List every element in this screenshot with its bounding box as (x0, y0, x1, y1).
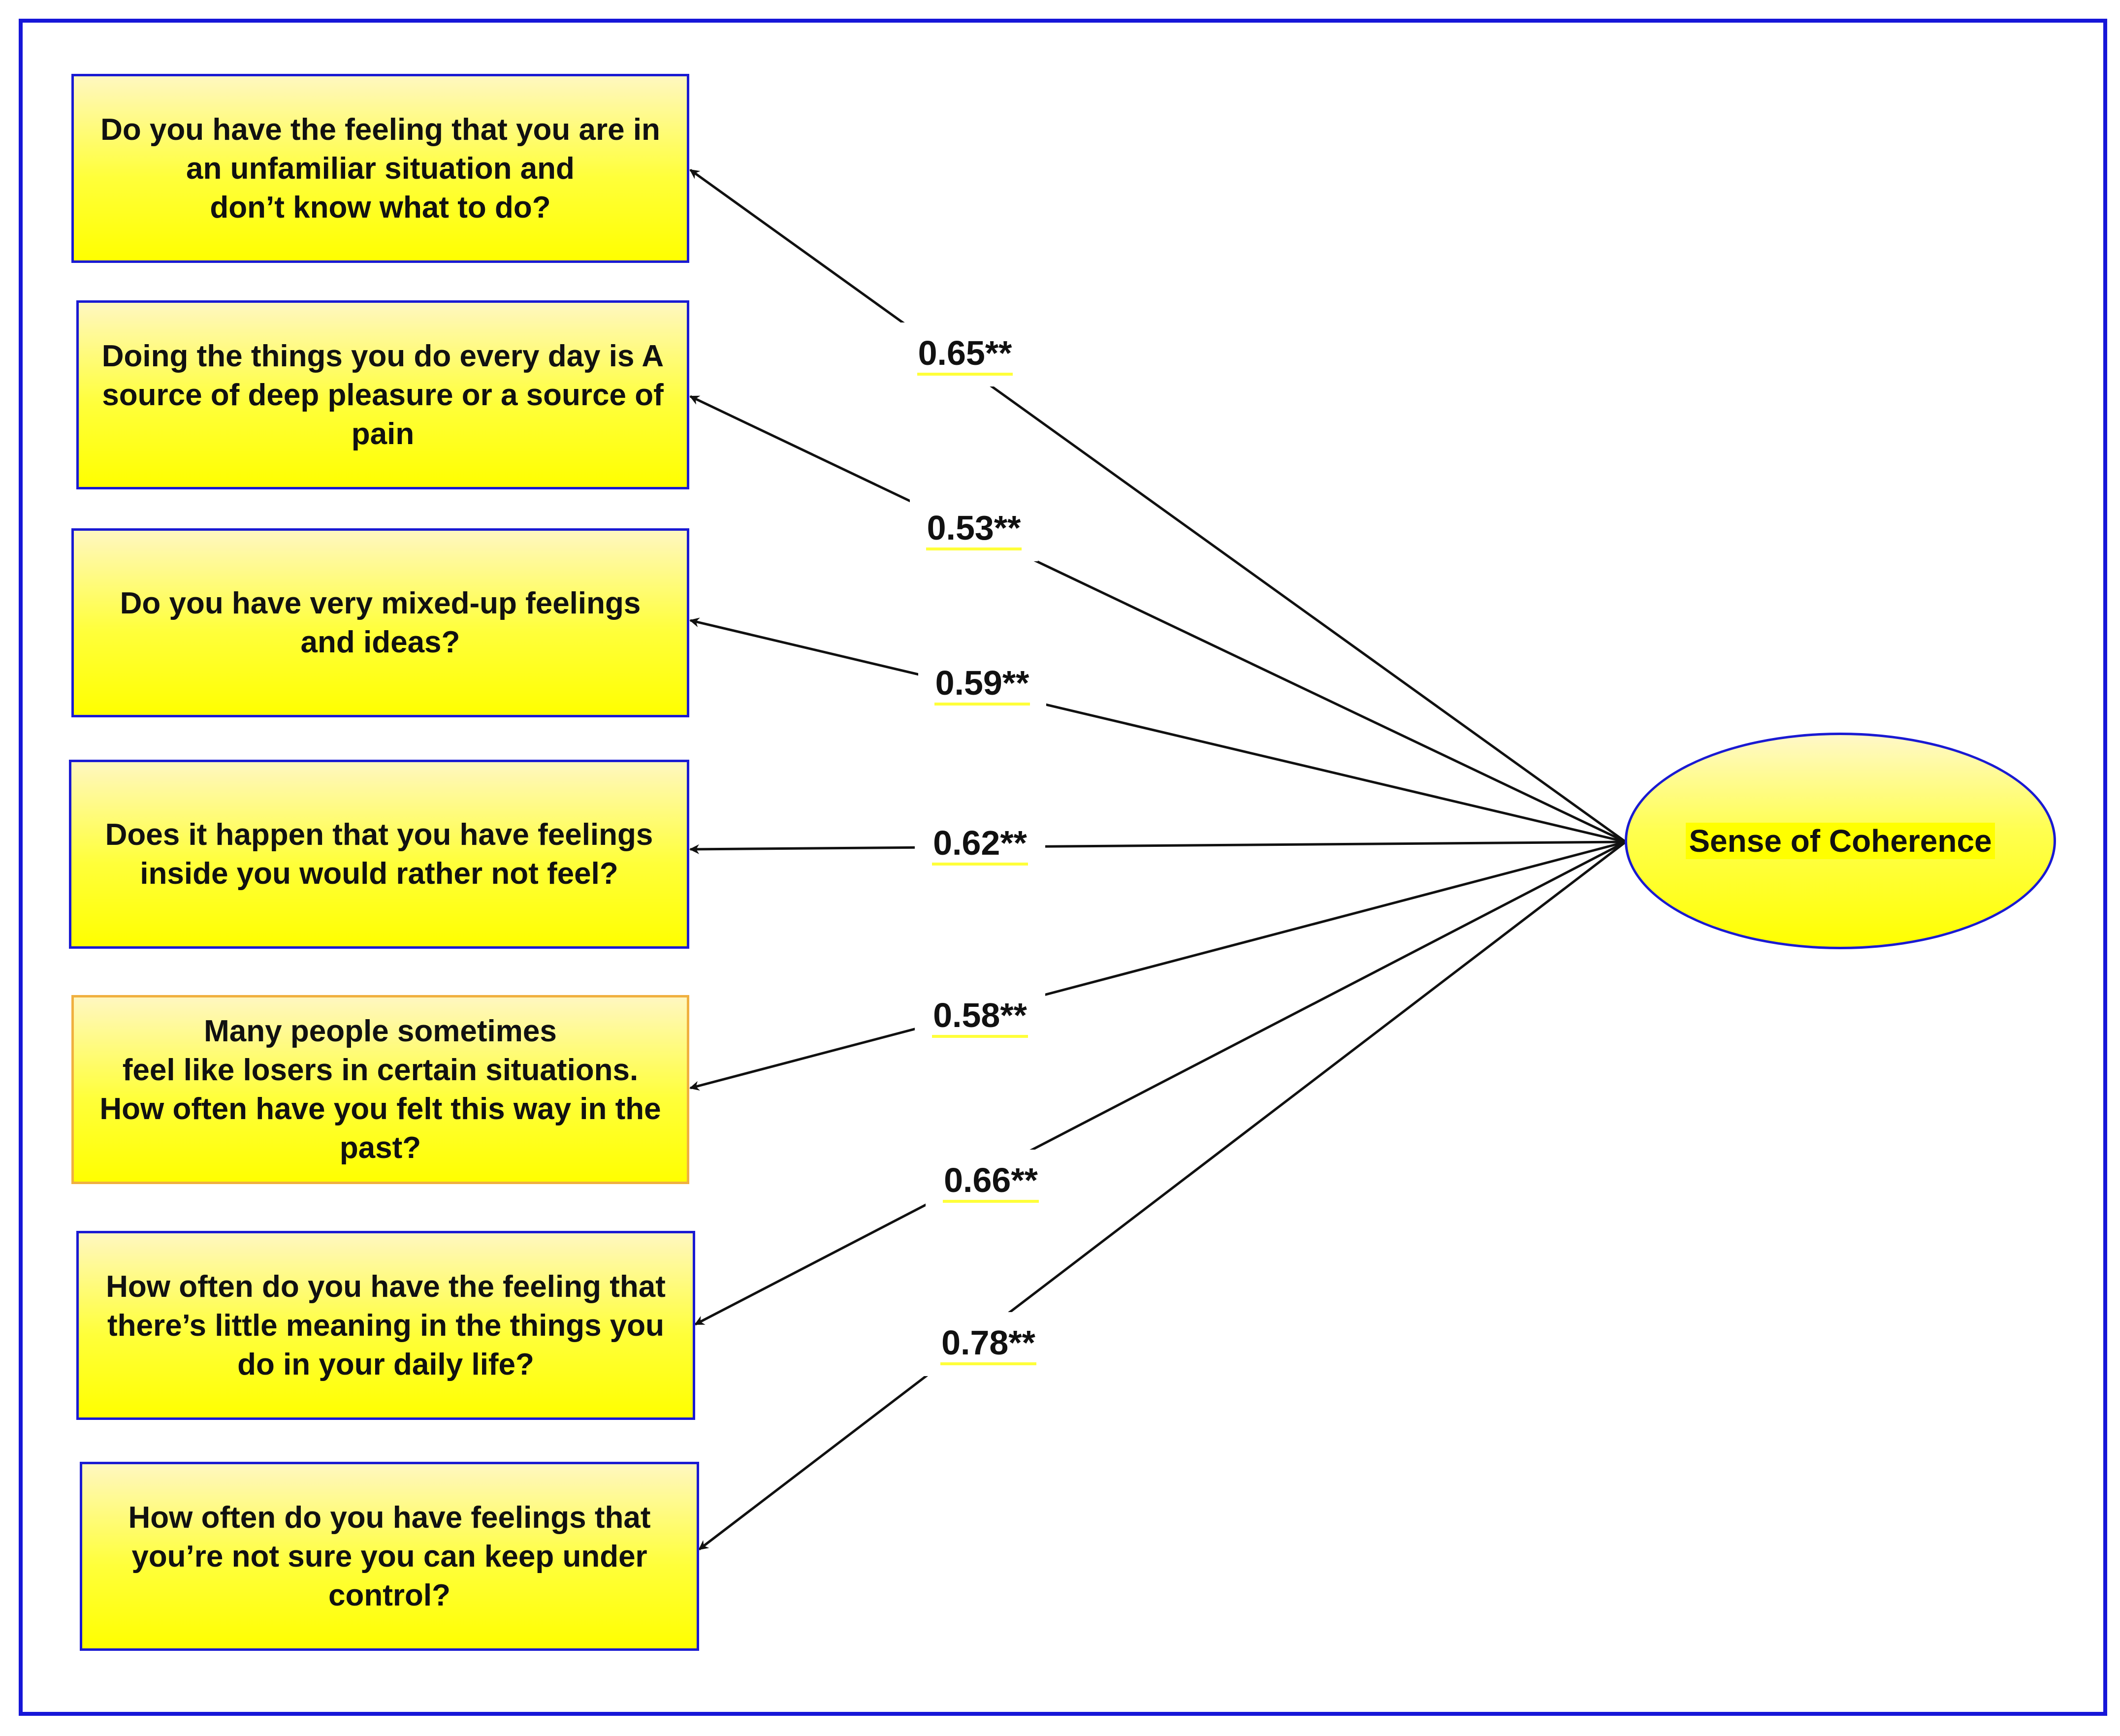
item-box-6: How often do you have the feeling that t… (76, 1231, 695, 1420)
loading-value-6: 0.66** (943, 1160, 1039, 1203)
loading-label-4: 0.62** (915, 812, 1045, 876)
item-box-1: Do you have the feeling that you are in … (71, 74, 689, 263)
diagram-frame (19, 19, 2107, 1716)
arrow-item-2 (689, 395, 1627, 843)
loading-value-4: 0.62** (932, 823, 1028, 866)
loading-value-3: 0.59** (934, 663, 1030, 706)
loading-label-7: 0.78** (923, 1312, 1054, 1376)
latent-factor-ellipse: Sense of Coherence (1625, 733, 2056, 949)
item-box-4: Does it happen that you have feelings in… (69, 760, 689, 949)
item-text-3: Do you have very mixed-up feelings and i… (120, 586, 641, 659)
arrow-item-1 (689, 168, 1627, 843)
item-box-2: Doing the things you do every day is A s… (76, 300, 689, 489)
item-text-2: Doing the things you do every day is A s… (101, 339, 664, 451)
loading-label-6: 0.66** (926, 1150, 1056, 1214)
item-text-7: How often do you have feelings that you’… (128, 1500, 651, 1612)
loading-value-1: 0.65** (917, 333, 1013, 376)
arrow-item-6 (694, 840, 1627, 1326)
loading-label-2: 0.53** (910, 497, 1038, 561)
loading-label-3: 0.59** (918, 652, 1046, 716)
arrow-item-5 (689, 840, 1626, 1091)
item-box-3: Do you have very mixed-up feelings and i… (71, 528, 689, 717)
item-box-7: How often do you have feelings that you’… (80, 1462, 699, 1651)
loading-label-1: 0.65** (901, 322, 1029, 386)
arrow-item-3 (689, 617, 1626, 843)
loading-value-5: 0.58** (932, 996, 1028, 1038)
item-text-4: Does it happen that you have feelings in… (105, 818, 653, 891)
loading-value-7: 0.78** (940, 1323, 1036, 1365)
factor-label: Sense of Coherence (1686, 823, 1995, 859)
arrow-item-4 (689, 840, 1626, 854)
loading-label-5: 0.58** (915, 985, 1045, 1049)
item-text-1: Do you have the feeling that you are in … (100, 112, 660, 225)
item-text-6: How often do you have the feeling that t… (106, 1269, 666, 1382)
item-box-5: Many people sometimes feel like losers i… (71, 995, 689, 1184)
arrow-item-7 (698, 841, 1627, 1550)
loading-value-2: 0.53** (926, 508, 1022, 550)
item-text-5: Many people sometimes feel like losers i… (99, 1014, 661, 1165)
